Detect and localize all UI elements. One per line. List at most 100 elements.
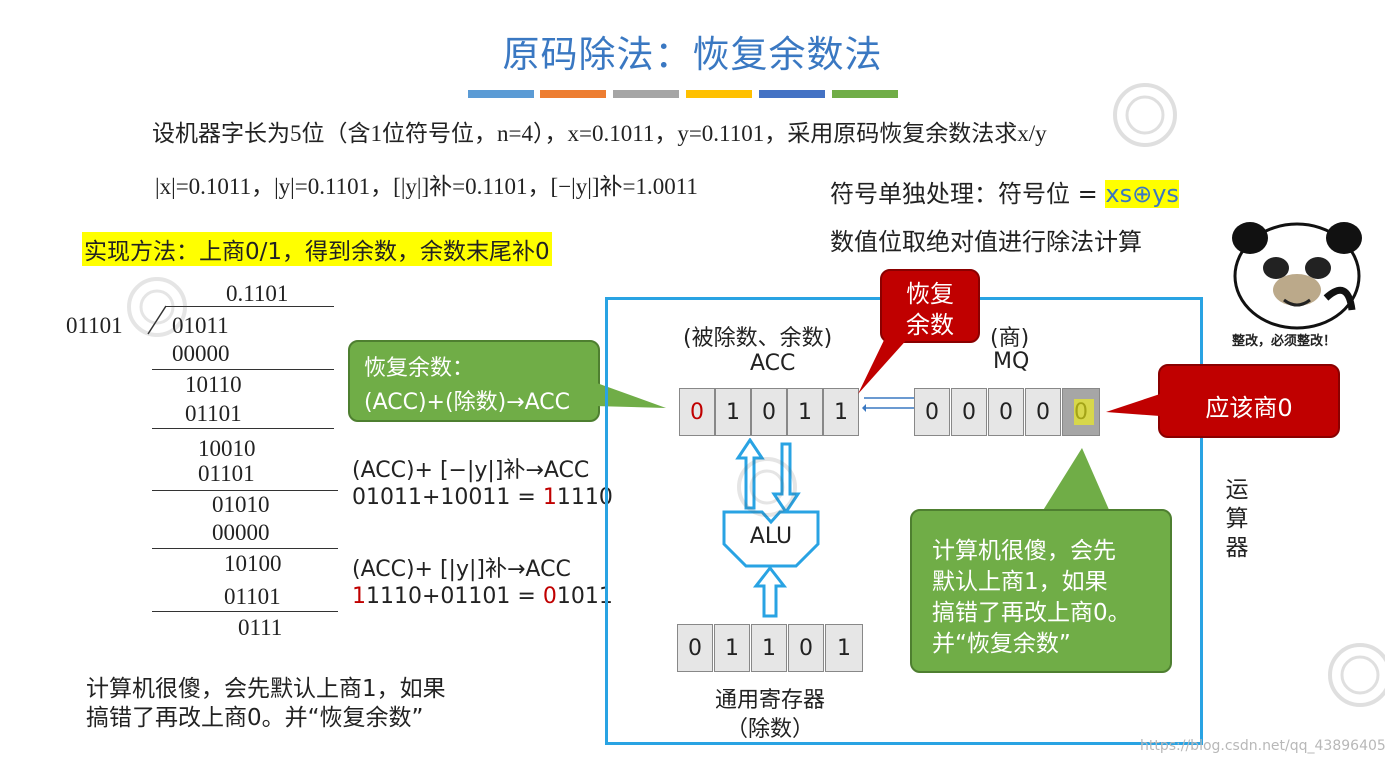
gpr-bit-4: 0 xyxy=(788,624,824,672)
logo-watermark-icon xyxy=(1325,640,1385,714)
restore-remainder-callout: 恢复余数： (ACC)+(除数)→ACC xyxy=(348,340,600,422)
mq-bit-2: 0 xyxy=(951,388,987,436)
gpr-to-alu-arrow xyxy=(752,565,788,622)
should-quotient-zero-callout: 应该商0 xyxy=(1158,364,1340,438)
title-stripe-6 xyxy=(832,90,898,98)
title-stripe-4 xyxy=(686,90,752,98)
gpr-label: 通用寄存器 xyxy=(714,688,825,713)
computer-note-line1: 计算机很傻，会先 xyxy=(932,538,1116,564)
gpr-bit-5: 1 xyxy=(825,624,863,672)
title-stripe-5 xyxy=(759,90,825,98)
acc-bit-5: 1 xyxy=(823,388,859,436)
bottom-note-line1: 计算机很傻，会先默认上商1，如果 xyxy=(86,676,446,702)
url-watermark: https://blog.csdn.net/qq_43896405 xyxy=(1140,738,1385,754)
values-line: |x|=0.1011，|y|=0.1101，[|y|]补=0.1101，[−|y… xyxy=(155,174,698,199)
division-top-bar xyxy=(166,306,334,307)
step1-eq-a: 01011+10011 = xyxy=(352,485,543,510)
acc-name: ACC xyxy=(750,351,796,376)
division-row-7: 00000 xyxy=(212,520,270,545)
division-line-2 xyxy=(152,428,334,429)
meme-caption: 整改，必须整改！ xyxy=(1232,334,1337,349)
division-row-8: 10100 xyxy=(224,551,282,576)
mq-bit-4: 0 xyxy=(1025,388,1061,436)
division-row-5: 01101 xyxy=(198,461,255,486)
division-line-1 xyxy=(152,369,334,370)
mq-bit-1: 0 xyxy=(914,388,950,436)
division-line-3 xyxy=(152,490,338,491)
logo-watermark-icon xyxy=(1110,80,1180,154)
division-line-4 xyxy=(152,548,338,549)
division-row-4: 10010 xyxy=(198,436,256,461)
restore-bubble-line1: 恢复 xyxy=(906,280,954,308)
step2-eq-b: 1011 xyxy=(556,584,613,609)
division-quotient: 0.1101 xyxy=(226,281,289,306)
arith-unit-char-1: 运 xyxy=(1225,477,1249,503)
gpr-bit-3: 1 xyxy=(751,624,787,672)
general-register: 0 1 1 0 1 xyxy=(677,624,863,672)
division-row-10: 0111 xyxy=(238,615,283,640)
acc-bit-3: 0 xyxy=(751,388,787,436)
step1-eq-b: 1110 xyxy=(556,485,613,510)
gpr-sublabel: （除数） xyxy=(725,717,814,742)
bottom-note-line2: 搞错了再改上商0。并“恢复余数” xyxy=(86,705,424,731)
sign-rule: 符号单独处理：符号位 = xs⊕ys xyxy=(830,174,1179,209)
restore-callout-line1: 恢复余数： xyxy=(364,356,475,381)
logo-watermark-icon xyxy=(735,455,799,523)
division-row-9: 01101 xyxy=(224,584,281,609)
logo-watermark-icon xyxy=(125,275,189,343)
arith-unit-label: 运 算 器 xyxy=(1224,476,1250,563)
acc-register: 0 1 0 1 1 xyxy=(679,388,863,436)
division-divisor: 01101 xyxy=(66,313,123,338)
restore-bubble-line2: 余数 xyxy=(906,311,954,339)
method-highlight: 实现方法：上商0/1，得到余数，余数末尾补0 xyxy=(82,232,552,266)
division-bracket xyxy=(146,304,168,340)
computer-note-line3: 搞错了再改上商0。 xyxy=(932,600,1131,626)
bottom-note: 计算机很傻，会先默认上商1，如果 搞错了再改上商0。并“恢复余数” xyxy=(86,675,446,733)
step2-eq-red2: 0 xyxy=(542,584,557,609)
sign-rule-prefix: 符号单独处理：符号位 = xyxy=(830,180,1106,208)
computer-note-line2: 默认上商1，如果 xyxy=(932,569,1108,595)
step1-equation: 01011+10011 = 11110 xyxy=(352,485,613,510)
panda-meme-image xyxy=(1228,218,1366,330)
acc-caption: (被除数、余数) xyxy=(683,326,833,351)
step2-operation: (ACC)+ [|y|]补→ACC xyxy=(352,557,571,582)
alu-data-arrows xyxy=(732,437,804,522)
computer-note-line4: 并“恢复余数” xyxy=(932,631,1071,657)
computer-note-bubble: 计算机很傻，会先 默认上商1，如果 搞错了再改上商0。 并“恢复余数” xyxy=(910,509,1172,673)
alu-shape xyxy=(722,510,820,572)
problem-statement: 设机器字长为5位（含1位符号位，n=4），x=0.1011，y=0.1101，采… xyxy=(152,121,1047,146)
step1-eq-red: 1 xyxy=(542,485,557,510)
mq-register: 0 0 0 0 0 xyxy=(914,388,1100,436)
should-zero-pointer xyxy=(1106,392,1162,424)
restore-callout-pointer xyxy=(594,380,668,414)
title-stripe-2 xyxy=(540,90,606,98)
restore-callout-line2: (ACC)+(除数)→ACC xyxy=(364,390,570,415)
arith-unit-char-2: 算 xyxy=(1225,506,1249,532)
division-line-5 xyxy=(152,611,338,612)
step2-eq-a: 1110+01101 = xyxy=(366,584,543,609)
step2-eq-red1: 1 xyxy=(352,584,366,609)
should-zero-text: 应该商0 xyxy=(1205,394,1293,422)
title-stripe-3 xyxy=(613,90,679,98)
step2-equation: 11110+01101 = 01011 xyxy=(352,584,613,609)
gpr-bit-2: 1 xyxy=(714,624,750,672)
gpr-bit-1: 0 xyxy=(677,624,713,672)
division-row-1: 00000 xyxy=(172,341,230,366)
mq-bit-3: 0 xyxy=(988,388,1024,436)
mq-last-bit-highlight xyxy=(1074,399,1094,425)
division-dividend: 01011 xyxy=(172,313,229,338)
title-stripe-1 xyxy=(468,90,534,98)
acc-bit-1: 0 xyxy=(679,388,715,436)
mq-caption: (商) xyxy=(990,326,1030,351)
arith-unit-char-3: 器 xyxy=(1225,535,1249,561)
division-row-2: 10110 xyxy=(185,372,242,397)
mq-name: MQ xyxy=(993,349,1030,374)
division-row-3: 01101 xyxy=(185,401,242,426)
value-rule: 数值位取绝对值进行除法计算 xyxy=(830,228,1142,256)
restore-bubble-pointer xyxy=(856,336,916,400)
computer-note-pointer xyxy=(1030,448,1116,518)
restore-bubble: 恢复 余数 xyxy=(880,269,980,343)
alu-label: ALU xyxy=(749,524,793,549)
acc-bit-4: 1 xyxy=(787,388,823,436)
sign-formula: xs⊕ys xyxy=(1105,180,1179,208)
